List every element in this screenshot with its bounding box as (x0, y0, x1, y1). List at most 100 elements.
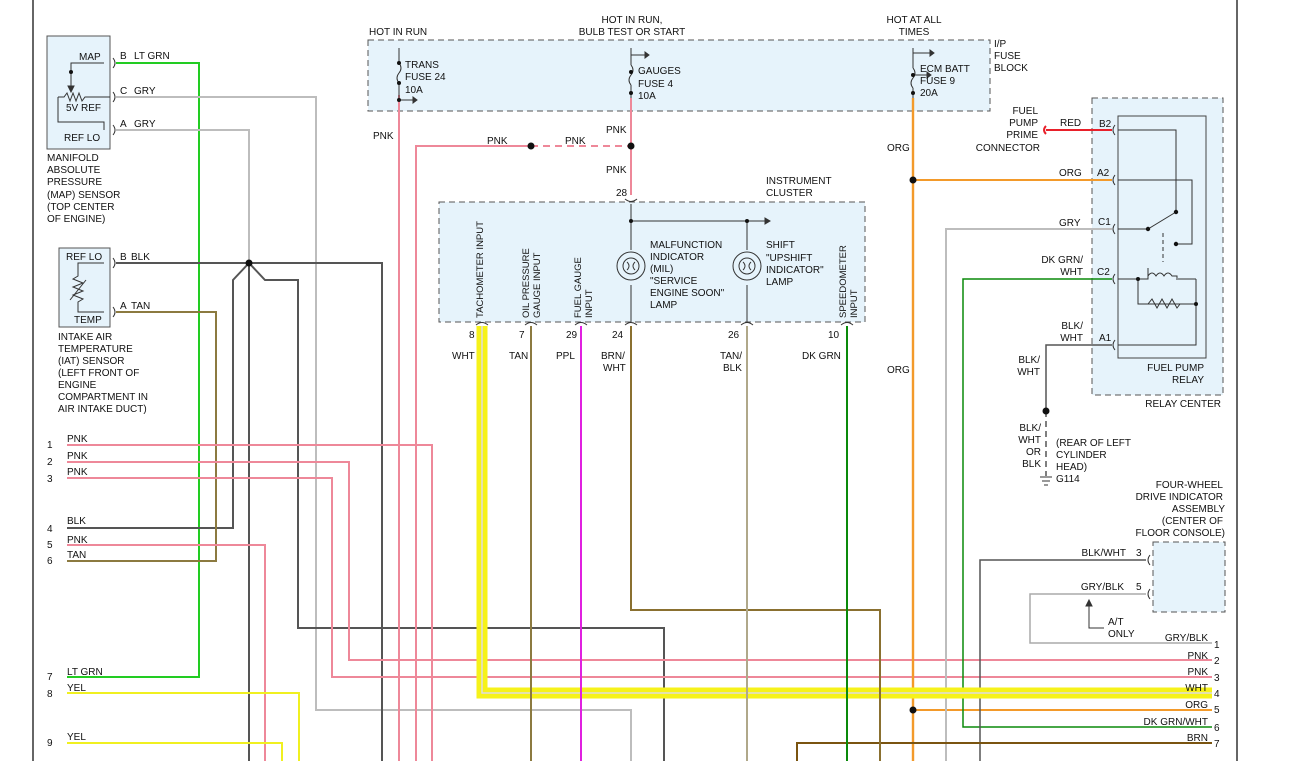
right-pin-color: WHT (1185, 683, 1208, 694)
ground-id: G114 (1056, 474, 1080, 485)
iat-caption-line: (IAT) SENSOR (58, 356, 124, 367)
right-pin-color: PNK (1187, 651, 1208, 662)
left-pin-color: PNK (67, 535, 88, 546)
4wd-line: (CENTER OF (1162, 516, 1223, 527)
label-oil-input: OIL PRESSURE GAUGE INPUT (521, 248, 543, 318)
mil-lamp-label: MALFUNCTION INDICATOR (MIL) "SERVICE ENG… (650, 240, 725, 311)
wire-label-tan: TAN (131, 301, 150, 312)
right-pin-number: 2 (1214, 656, 1220, 667)
wire-label-blk-wht-2: BLK/ (1018, 355, 1040, 366)
4wd-line: ASSEMBLY (1172, 504, 1225, 515)
fuse-gauges: FUSE 4 (638, 79, 673, 90)
cluster-pin-26: 26 (728, 330, 740, 341)
wire-gry-c (116, 96, 632, 761)
map-pin-reflo: REF LO (64, 133, 100, 144)
left-pin-color: YEL (67, 683, 86, 694)
wire-label-blk-wht-4wd: BLK/WHT (1082, 548, 1126, 559)
right-pin-number: 5 (1214, 705, 1220, 716)
splice-pnk-left (527, 142, 535, 150)
map-pin-map: MAP (79, 52, 101, 63)
prime-connector-icon (1043, 125, 1047, 135)
map-caption-line: OF ENGINE) (47, 214, 105, 225)
label-fuel-input-1: FUEL GAUGE (573, 257, 584, 318)
fuse-gauges: 10A (638, 91, 656, 102)
cluster-label: INSTRUMENT (766, 176, 832, 187)
mil-line: (MIL) (650, 264, 673, 275)
left-pin-number: 8 (47, 689, 53, 700)
label-speedo-input-1: SPEEDOMETER (838, 245, 849, 318)
fuel-pump-prime-label: FUEL PUMP PRIME CONNECTOR (976, 106, 1040, 154)
wire-label-pnk: PNK (606, 165, 627, 176)
map-caption-line: PRESSURE (47, 177, 102, 188)
label-fuel-input: FUEL GAUGE INPUT (573, 257, 595, 318)
relay-label: FUEL PUMP (1147, 363, 1204, 374)
right-pin-color: DK GRN/WHT (1144, 717, 1208, 728)
wire-label-red: RED (1060, 118, 1081, 129)
wire-pnk-2 (67, 461, 1212, 661)
ground-icon (1040, 476, 1052, 486)
right-pin-color: GRY/BLK (1165, 633, 1208, 644)
wire-brn (796, 742, 1212, 761)
mil-lamp-icon (616, 251, 646, 281)
shift-lamp-icon (732, 251, 762, 281)
wire-lt-grn (67, 62, 200, 678)
wire-label-gry-c: GRY (134, 86, 156, 97)
right-pin-number: 6 (1214, 723, 1220, 734)
relay-nodes (1136, 209, 1198, 306)
prime-line: CONNECTOR (976, 143, 1040, 154)
ground-wire-line: OR (1026, 447, 1041, 458)
right-pin-color: PNK (1187, 667, 1208, 678)
label-fuel-input-2: INPUT (584, 289, 595, 318)
ground-loc-line: CYLINDER (1056, 450, 1107, 461)
wire-label-pnk: PNK (606, 125, 627, 136)
cluster-label: CLUSTER (766, 188, 813, 199)
splice-pnk (627, 142, 635, 150)
4wd-pin-3: 3 (1136, 548, 1142, 559)
pin-letter-a: A (120, 119, 127, 130)
wire-yel-8 (67, 692, 300, 761)
pin-letter-b: B (120, 51, 127, 62)
4wd-indicator-box (1152, 541, 1226, 613)
ground-loc-line: HEAD) (1056, 462, 1087, 473)
iat-pin-temp: TEMP (74, 315, 102, 326)
shift-line: "UPSHIFT (766, 253, 812, 264)
relay-label: RELAY (1172, 375, 1204, 386)
wire-dk-grn-wht (962, 278, 1212, 728)
map-caption-line: MANIFOLD (47, 153, 99, 164)
map-sensor-symbol (57, 62, 110, 130)
wire-pnk-1 (67, 444, 433, 761)
left-pin-number: 1 (47, 440, 53, 451)
cluster-pin-8: 8 (469, 330, 475, 341)
right-connector-pins: GRY/BLK 1 PNK 2 PNK 3 WHT 4 ORG 5 DK GRN… (1144, 633, 1220, 750)
fuse-ecm: 20A (920, 88, 938, 99)
label-tach-input: TACHOMETER INPUT (475, 221, 486, 318)
mil-line: LAMP (650, 300, 678, 311)
left-pin-color: LT GRN (67, 667, 103, 678)
4wd-line: FLOOR CONSOLE) (1136, 528, 1225, 539)
header-bulb-2: BULB TEST OR START (579, 27, 686, 38)
iat-caption-line: TEMPERATURE (58, 344, 133, 355)
header-hot-in-run: HOT IN RUN (369, 27, 427, 38)
wire-label-org: ORG (887, 365, 910, 376)
pin-letter-c: C (120, 86, 127, 97)
map-caption: MANIFOLD ABSOLUTE PRESSURE (MAP) SENSOR … (47, 153, 120, 225)
iat-sensor-symbol (69, 262, 104, 313)
right-pin-number: 1 (1214, 640, 1220, 651)
wire-label-blk: BLK (131, 252, 150, 263)
relay-pin-c1: C1 (1098, 217, 1111, 228)
right-pin-color: BRN (1187, 733, 1208, 744)
instrument-cluster-box (438, 201, 866, 323)
prime-line: PUMP (1009, 118, 1038, 129)
relay-pin-a2: A2 (1097, 168, 1110, 179)
iat-caption-line: INTAKE AIR (58, 332, 112, 343)
wire-label-brn-wht: WHT (603, 363, 626, 374)
left-pin-number: 9 (47, 738, 53, 749)
wire-gry-c1 (945, 228, 1112, 761)
wire-label-pnk: PNK (487, 136, 508, 147)
wire-label-blk-wht: BLK/ (1061, 321, 1083, 332)
cluster-pin-7: 7 (519, 330, 525, 341)
cluster-pin-24: 24 (612, 330, 624, 341)
4wd-line: DRIVE INDICATOR (1136, 492, 1223, 503)
wire-yel-9 (67, 742, 283, 761)
left-connector-pins: 1 PNK 2 PNK 3 PNK 4 BLK 5 PNK 6 TAN 7 LT… (47, 434, 103, 749)
